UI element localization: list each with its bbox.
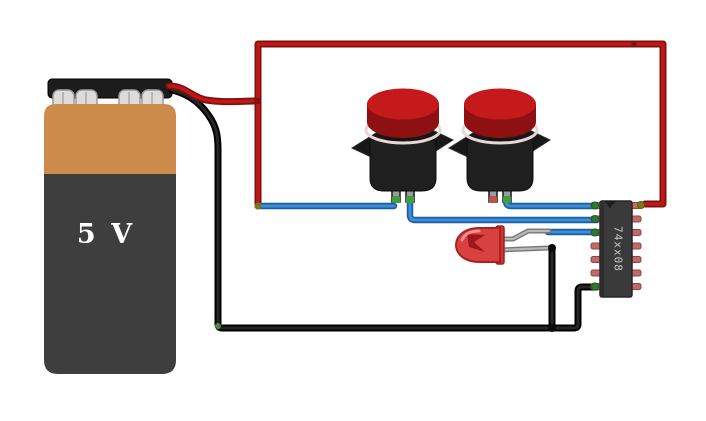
wire-signal-button2-to-ic-pin1[interactable]: [502, 194, 601, 210]
pushbutton-1[interactable]: [350, 88, 455, 204]
bendpoint-ground[interactable]: [215, 323, 221, 329]
junction-power-signal[interactable]: [254, 202, 262, 210]
battery-body: [44, 174, 176, 374]
ic-notch: [604, 201, 616, 208]
junction-ground[interactable]: [548, 324, 556, 332]
ic-part-label: 74xx08: [612, 226, 625, 272]
led-die: [467, 234, 485, 252]
pushbutton-2[interactable]: [447, 88, 552, 204]
led-leads: [495, 228, 552, 253]
ic-body-edge: [600, 201, 604, 297]
wire-power-loop[interactable]: [254, 40, 667, 210]
button-base: [369, 139, 437, 192]
battery-voltage-label: 5 V: [77, 219, 135, 250]
ic-pin14-power[interactable]: [637, 201, 645, 209]
button-cap-top: [367, 88, 439, 120]
bendpoint[interactable]: [631, 41, 637, 47]
battery-band: [44, 104, 176, 174]
leg-tip-connected: [392, 196, 400, 203]
ic-pin3-connected[interactable]: [591, 228, 599, 237]
ic-pin1-connected[interactable]: [591, 201, 599, 210]
leg-tip-unconnected: [489, 196, 497, 203]
led[interactable]: [454, 225, 505, 265]
wire-end: [548, 244, 556, 252]
button-cap-top: [464, 88, 536, 120]
battery[interactable]: 5 V: [44, 78, 176, 374]
led-body: [454, 227, 501, 263]
leg-tip-connected: [503, 196, 511, 203]
button-base: [466, 139, 534, 192]
leg-tip-connected: [406, 196, 414, 203]
ic-pin2-connected[interactable]: [591, 215, 599, 223]
ic-74xx08[interactable]: 74xx08: [590, 200, 645, 298]
wire-power-battery[interactable]: [165, 82, 262, 106]
wire-signal-button1-to-ic-pin2[interactable]: [406, 194, 601, 224]
wire-ground-led[interactable]: [548, 244, 556, 332]
ic-pin7-connected[interactable]: [591, 282, 599, 291]
led-highlight: [460, 229, 481, 242]
bendpoint[interactable]: [255, 98, 261, 104]
